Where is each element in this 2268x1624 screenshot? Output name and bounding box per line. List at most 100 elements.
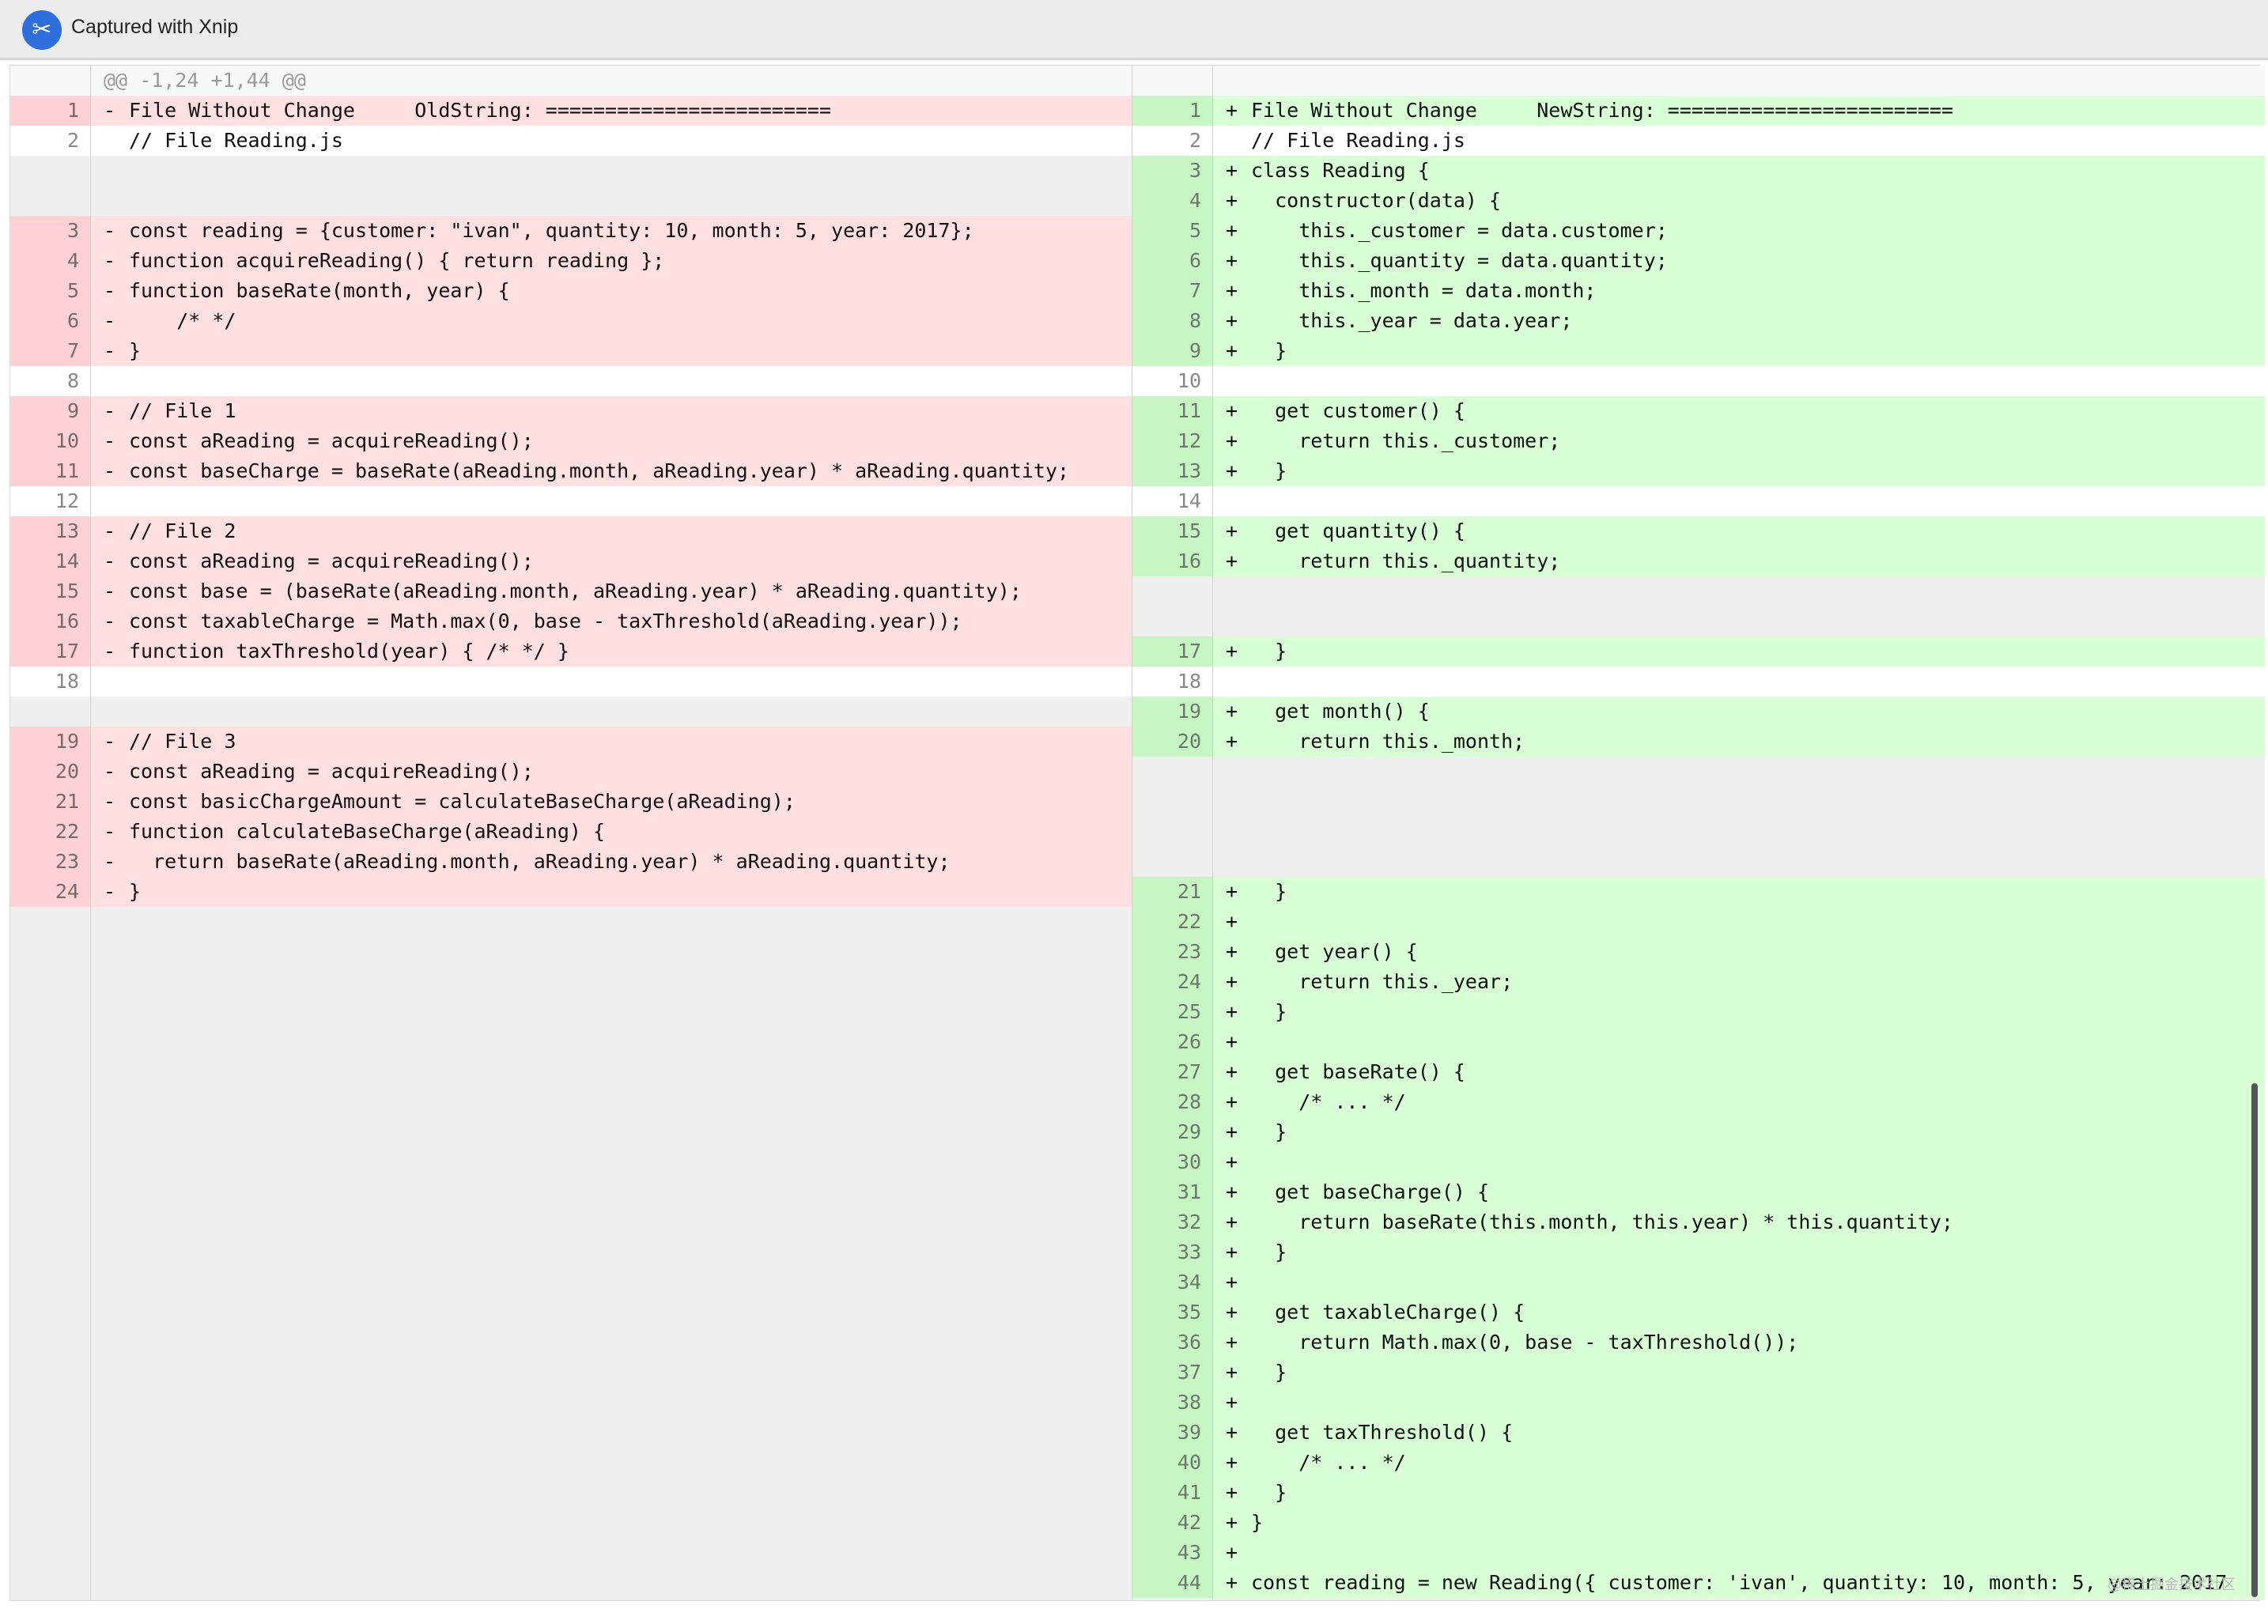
addition-marker: + [1226, 880, 1238, 903]
right-code-text: get taxThreshold() { [1251, 1421, 1514, 1444]
right-diff-line: 29+ } [1132, 1117, 2265, 1147]
left-diff-line: 19-// File 3 [10, 727, 1132, 757]
left-line-number: 2 [10, 126, 91, 156]
right-diff-line: 4+ constructor(data) { [1132, 186, 2265, 216]
right-diff-line: 41+ } [1132, 1478, 2265, 1508]
right-code-text: return this._year; [1251, 970, 1514, 993]
addition-marker: + [1226, 970, 1238, 993]
addition-marker: + [1226, 1301, 1238, 1324]
right-diff-line: 42+} [1132, 1508, 2265, 1538]
left-line-number: 13 [10, 516, 91, 546]
addition-marker: + [1226, 910, 1238, 933]
left-code-text: } [129, 339, 142, 362]
addition-marker: + [1226, 339, 1238, 362]
window-titlebar: ✂ Captured with Xnip [0, 0, 2268, 60]
right-code-text: } [1251, 459, 1287, 482]
deletion-marker: - [104, 339, 116, 362]
right-diff-line: 7+ this._month = data.month; [1132, 276, 2265, 306]
right-line-number: 24 [1132, 967, 1213, 997]
right-diff-line: 17+ } [1132, 636, 2265, 667]
deletion-marker: - [104, 580, 116, 602]
new-file-pane[interactable]: 1+File Without Change NewString: =======… [1132, 66, 2265, 1600]
left-code-text: function acquireReading() { return readi… [129, 249, 665, 272]
addition-marker: + [1226, 730, 1238, 753]
deletion-marker: - [104, 249, 116, 272]
right-diff-line: 11+ get customer() { [1132, 396, 2265, 426]
addition-marker: + [1226, 1361, 1238, 1384]
addition-marker: + [1226, 519, 1238, 542]
right-code-text: } [1251, 880, 1287, 903]
vertical-scrollbar[interactable] [2251, 1083, 2258, 1597]
right-code-text: } [1251, 1120, 1287, 1143]
left-line-number: 8 [10, 366, 91, 396]
deletion-marker: - [104, 279, 116, 302]
right-line-number: 23 [1132, 937, 1213, 967]
right-diff-line: 1+File Without Change NewString: =======… [1132, 96, 2265, 126]
left-diff-line: 8 [10, 366, 1132, 396]
right-diff-line: 40 + /* ... */ [1132, 1448, 2265, 1478]
right-diff-line: 44+const reading = new Reading({ custome… [1132, 1568, 2265, 1598]
right-line-number: 34 [1132, 1267, 1213, 1297]
right-line-number: 30 [1132, 1147, 1213, 1177]
right-diff-line: 25+ } [1132, 997, 2265, 1027]
left-line-number: 17 [10, 636, 91, 667]
left-code-text: File Without Change OldString: =========… [129, 99, 832, 122]
left-diff-line: 14-const aReading = acquireReading(); [10, 546, 1132, 576]
left-diff-line: 13-// File 2 [10, 516, 1132, 546]
addition-marker: + [1226, 1571, 1238, 1594]
right-diff-line: 34 + [1132, 1267, 2265, 1297]
left-diff-line: 1-File Without Change OldString: =======… [10, 96, 1132, 126]
right-diff-line: 8+ this._year = data.year; [1132, 306, 2265, 336]
left-code-text: // File Reading.js [129, 129, 343, 152]
side-by-side-diff-view[interactable]: @@ -1,24 +1,44 @@1-File Without Change O… [9, 65, 2265, 1601]
right-diff-line: 23+ get year() { [1132, 937, 2265, 967]
right-diff-line: 35+ get taxableCharge() { [1132, 1297, 2265, 1328]
right-code-text: } [1251, 1361, 1287, 1384]
left-line-number: 3 [10, 216, 91, 246]
right-line-number: 40 [1132, 1448, 1213, 1478]
right-line-number: 26 [1132, 1027, 1213, 1057]
deletion-marker: - [104, 429, 116, 452]
left-diff-line: 15-const base = (baseRate(aReading.month… [10, 576, 1132, 606]
addition-marker: + [1226, 1481, 1238, 1504]
right-code-text: get baseCharge() { [1251, 1180, 1490, 1203]
right-line-number: 20 [1132, 727, 1213, 757]
addition-marker: + [1226, 940, 1238, 963]
right-code-text: /* ... */ [1251, 1451, 1406, 1474]
addition-marker: + [1226, 1451, 1238, 1474]
right-code-text: return this._quantity; [1251, 550, 1561, 572]
right-line-number: 18 [1132, 667, 1213, 697]
addition-marker: + [1226, 1000, 1238, 1023]
right-hunk-header [1132, 66, 2265, 96]
right-line-number: 7 [1132, 276, 1213, 306]
right-diff-line: 2// File Reading.js [1132, 126, 2265, 156]
addition-marker: + [1226, 1180, 1238, 1203]
addition-marker: + [1226, 279, 1238, 302]
addition-marker: + [1226, 249, 1238, 272]
right-diff-line: 26+ [1132, 1027, 2265, 1057]
old-file-pane[interactable]: @@ -1,24 +1,44 @@1-File Without Change O… [10, 66, 1132, 1600]
right-diff-line: 32+ return baseRate(this.month, this.yea… [1132, 1207, 2265, 1237]
left-code-text: function baseRate(month, year) { [129, 279, 510, 302]
deletion-marker: - [104, 519, 116, 542]
right-diff-line: 3+class Reading { [1132, 156, 2265, 186]
right-code-text: /* ... */ [1251, 1090, 1406, 1113]
deletion-marker: - [104, 550, 116, 572]
right-diff-line: 15+ get quantity() { [1132, 516, 2265, 546]
addition-marker: + [1226, 1271, 1238, 1294]
addition-marker: + [1226, 1391, 1238, 1414]
left-code-text: } [129, 880, 142, 903]
right-diff-line: 16+ return this._quantity; [1132, 546, 2265, 576]
addition-marker: + [1226, 1090, 1238, 1113]
left-diff-line: 6- /* */ [10, 306, 1132, 336]
right-code-text: this._year = data.year; [1251, 309, 1573, 332]
right-line-number: 1 [1132, 96, 1213, 126]
right-diff-line: 10 [1132, 366, 2265, 396]
right-line-number: 3 [1132, 156, 1213, 186]
addition-marker: + [1226, 640, 1238, 663]
right-line-number: 28 [1132, 1087, 1213, 1117]
right-line-number: 13 [1132, 456, 1213, 486]
right-code-text: class Reading { [1251, 159, 1430, 182]
left-diff-line: 17-function taxThreshold(year) { /* */ } [10, 636, 1132, 667]
right-diff-line: 39+ get taxThreshold() { [1132, 1418, 2265, 1448]
